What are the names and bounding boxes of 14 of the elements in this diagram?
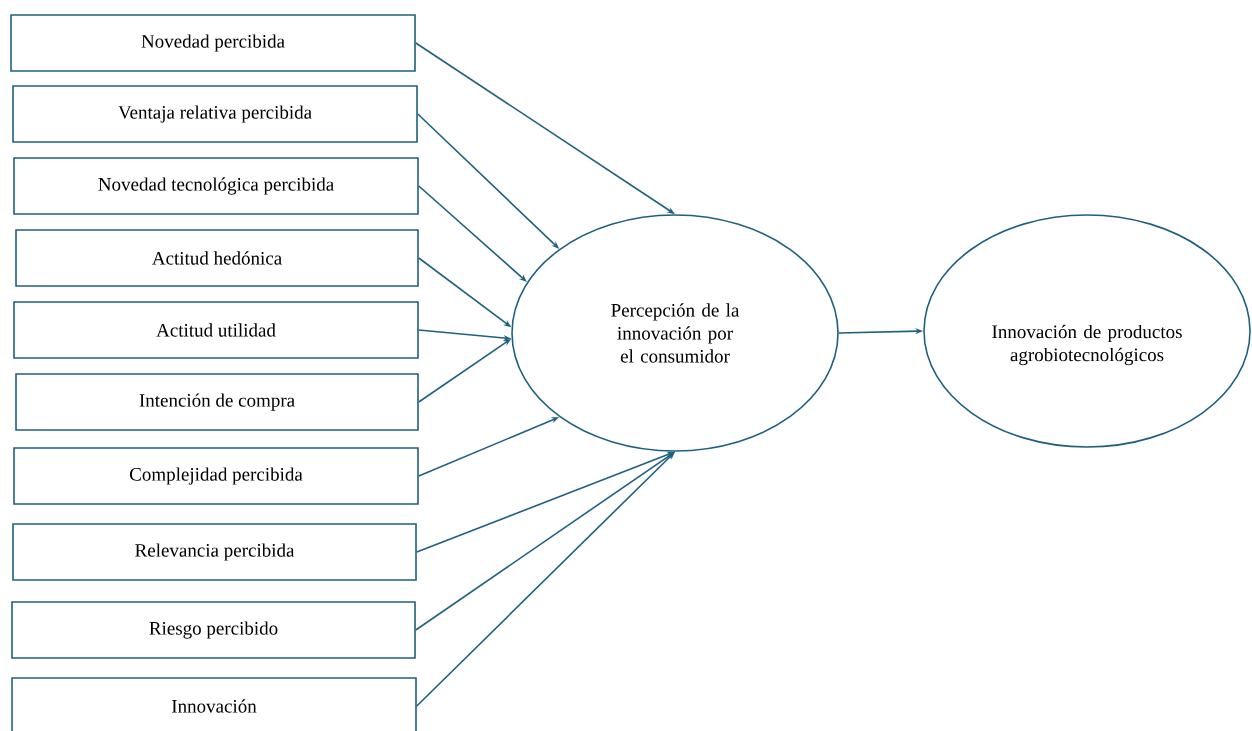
ellipse-label: Percepción de la innovación por el consumidor <box>611 303 740 363</box>
factor-box: Ventaja relativa percibida <box>12 85 418 143</box>
factor-box: Actitud hedónica <box>15 229 419 287</box>
factor-box: Innovación <box>11 677 417 731</box>
factor-box: Intención de compra <box>15 373 419 431</box>
construct-ellipse <box>923 214 1251 448</box>
factor-box: Novedad tecnológica percibida <box>13 157 419 215</box>
factor-box: Relevancia percibida <box>12 523 417 581</box>
factor-box: Complejidad percibida <box>13 447 419 505</box>
factor-box: Riesgo percibido <box>11 601 416 659</box>
ellipse-label: Innovación de productos agrobiotecnológicos <box>992 324 1182 366</box>
factor-box: Actitud utilidad <box>13 301 419 359</box>
construct-ellipse <box>511 214 839 452</box>
factor-box: Novedad percibida <box>10 14 416 72</box>
